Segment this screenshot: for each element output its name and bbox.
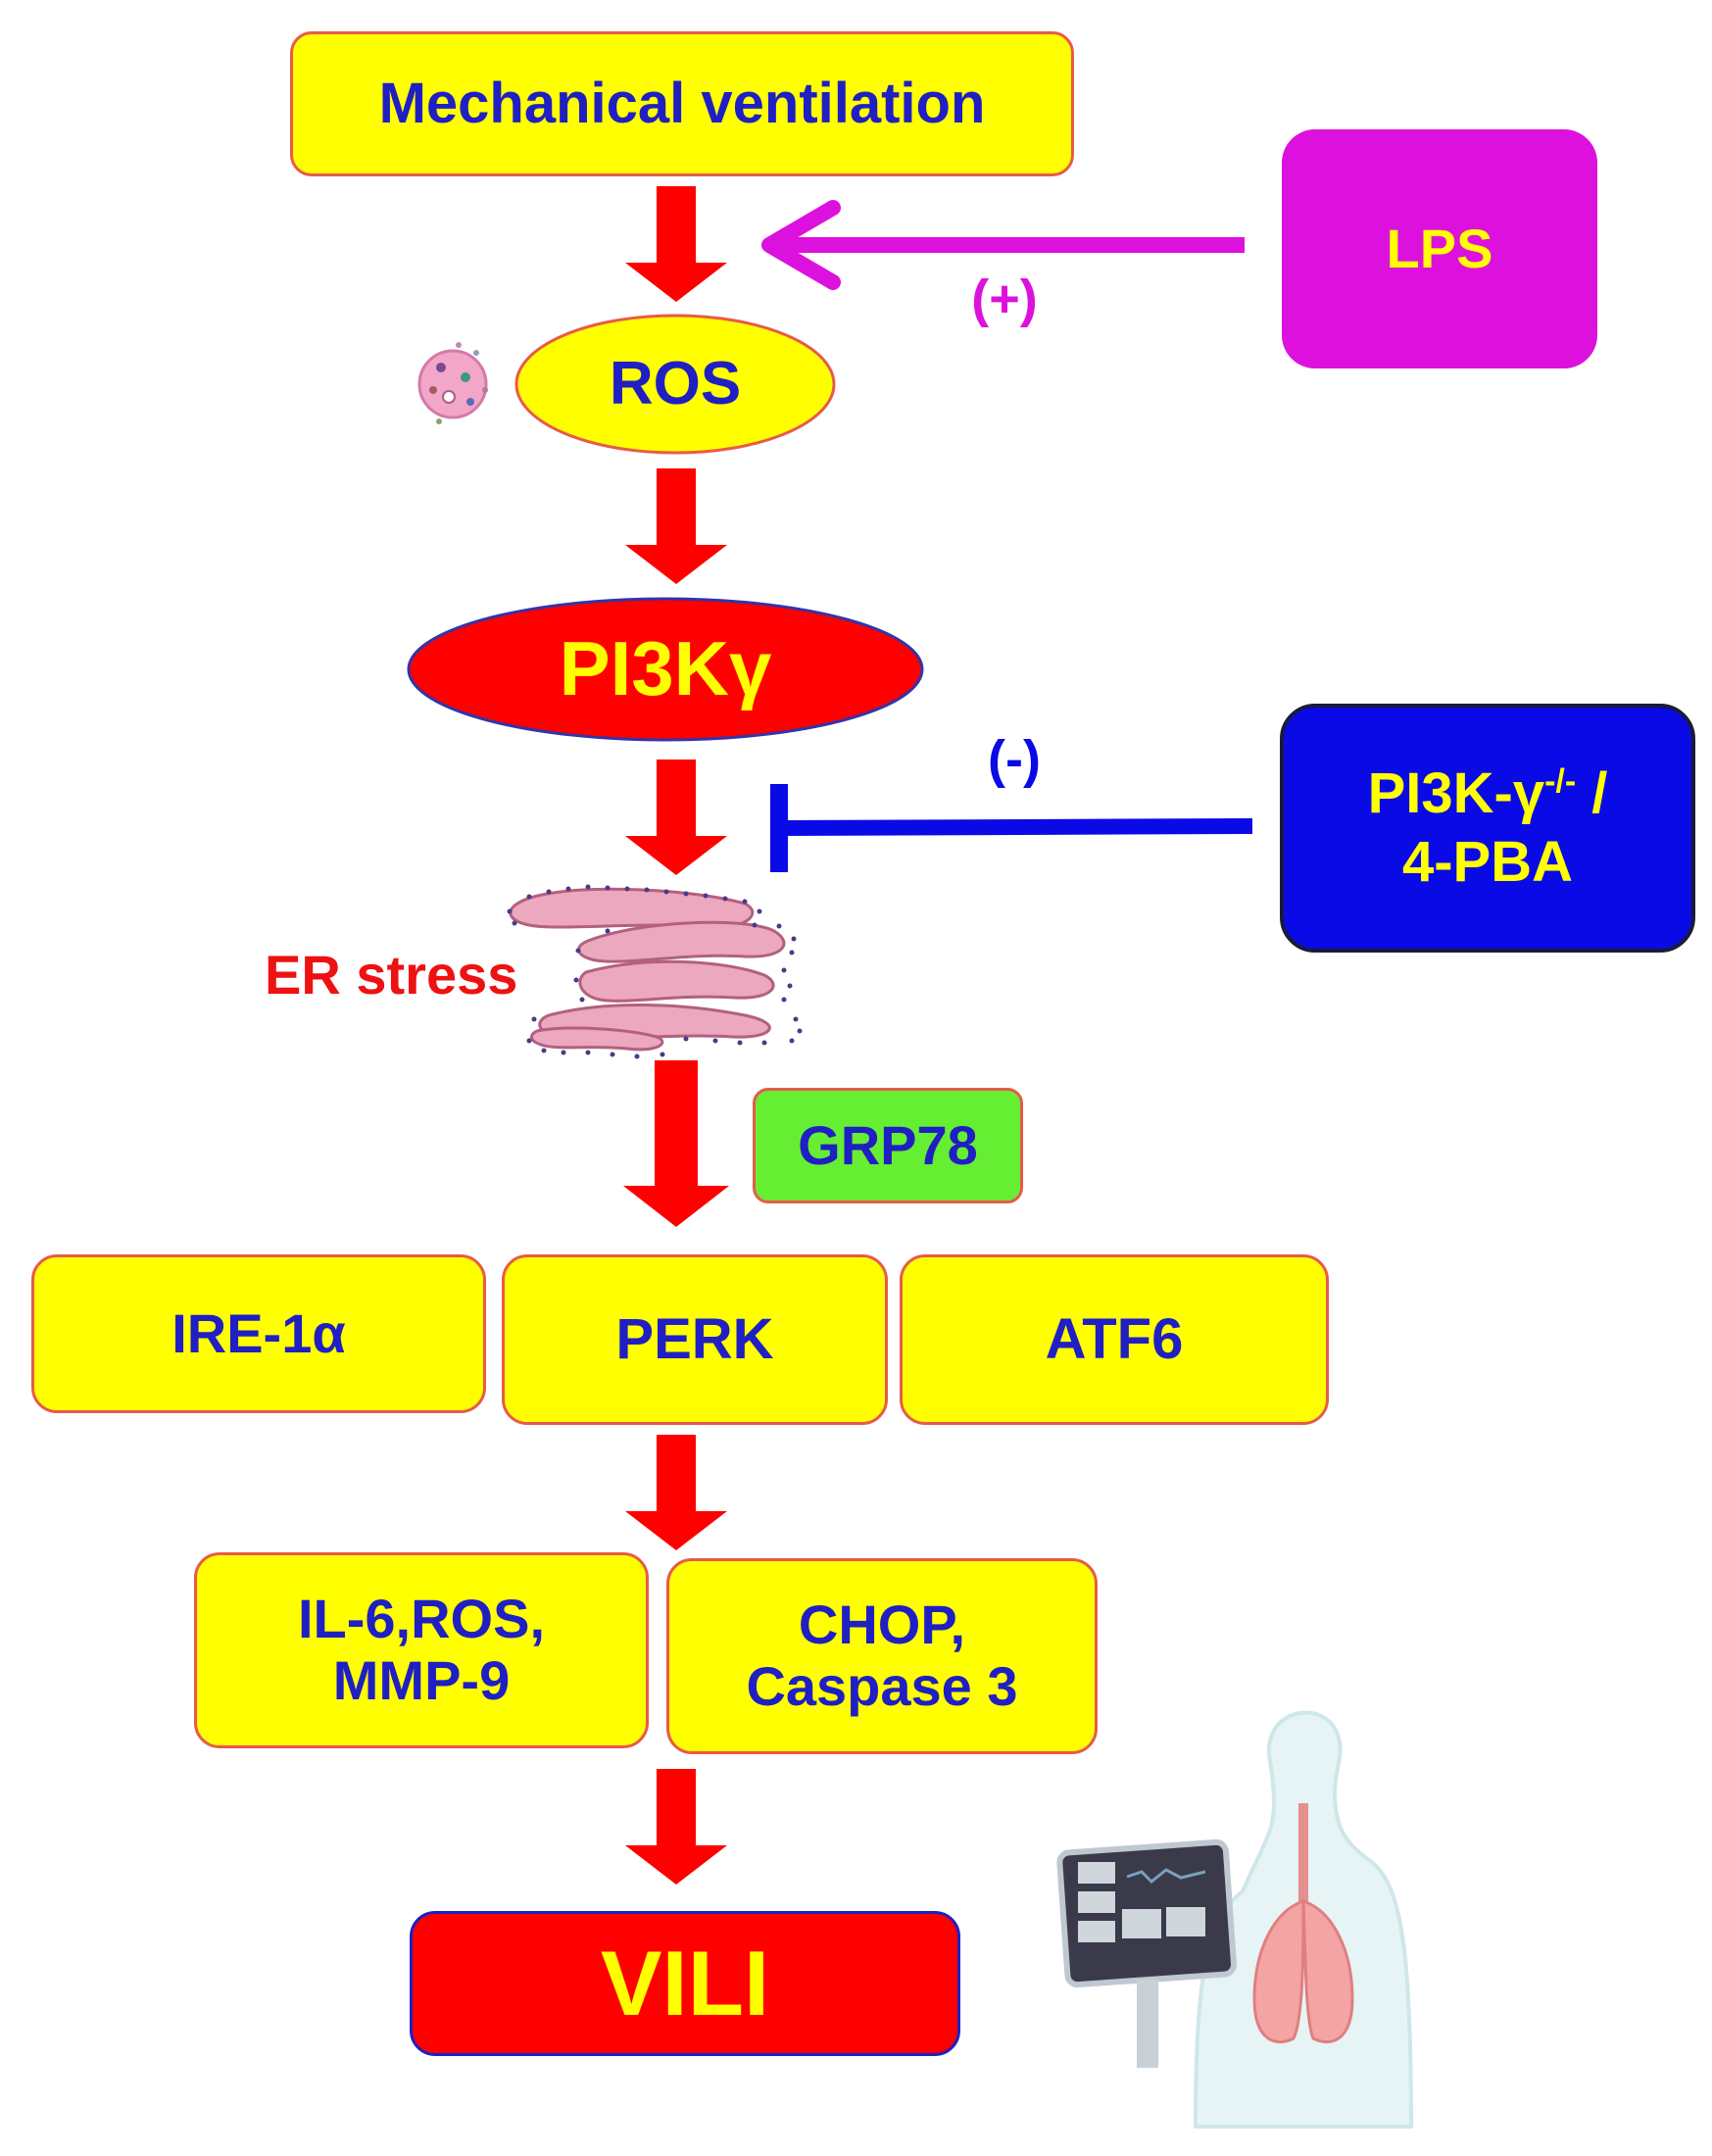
er-organelle-icon xyxy=(509,887,786,1052)
ros-particle-icon xyxy=(417,342,488,424)
pi3k-node xyxy=(407,597,924,742)
inhibitor-block-arrow xyxy=(770,784,1253,872)
lps-label: LPS xyxy=(1386,217,1493,279)
grp78-label: GRP78 xyxy=(798,1113,978,1176)
inhibitor-effect-text: (-) xyxy=(988,729,1041,789)
arrow-ros-to-pi3k xyxy=(625,468,727,584)
atf6-box: ATF6 xyxy=(900,1254,1329,1425)
pi3k-label: PI3Kγ xyxy=(559,625,772,712)
er-dots xyxy=(507,884,803,1059)
er-stress-label: ER stress xyxy=(265,943,518,1005)
ros-node xyxy=(514,314,836,455)
inhibitor-box: PI3K-γ-/- / 4-PBA xyxy=(1280,704,1695,953)
arrow-upr-to-mediators xyxy=(625,1435,727,1550)
mechanical-ventilation-label: Mechanical ventilation xyxy=(378,71,986,135)
vili-box: VILI xyxy=(410,1911,960,2056)
inhibitor-superscript: -/- xyxy=(1544,763,1577,802)
inhibitor-slash: / xyxy=(1576,761,1608,826)
inhibitor-effect-label: (-) xyxy=(970,725,1058,794)
inhibitor-line-1: PI3K-γ-/- / xyxy=(1368,760,1608,828)
mechanical-ventilation-box: Mechanical ventilation xyxy=(290,31,1074,176)
ventilator-lungs-icon xyxy=(1056,1710,1414,2129)
vili-label: VILI xyxy=(600,1932,770,2035)
perk-label: PERK xyxy=(615,1306,774,1371)
ros-label-wrap: ROS xyxy=(516,333,834,435)
inhibitor-name: PI3K-γ xyxy=(1367,761,1545,826)
ire1a-label: IRE-1α xyxy=(171,1301,346,1364)
il6-ros-mmp9-label: IL-6,ROS, MMP-9 xyxy=(297,1588,546,1711)
perk-box: PERK xyxy=(502,1254,888,1425)
ros-label: ROS xyxy=(609,350,742,418)
pi3k-label-wrap: PI3Kγ xyxy=(409,612,922,726)
atf6-label: ATF6 xyxy=(1045,1306,1184,1371)
lps-effect-text: (+) xyxy=(971,269,1038,328)
chop-caspase3-label: CHOP, Caspase 3 xyxy=(746,1593,1018,1717)
er-stress-label-wrap: ER stress xyxy=(265,936,578,1014)
arrow-er-stress-to-upr xyxy=(623,1060,729,1227)
grp78-box: GRP78 xyxy=(753,1088,1023,1203)
chop-caspase3-box: CHOP, Caspase 3 xyxy=(666,1558,1098,1754)
il6-ros-mmp9-box: IL-6,ROS, MMP-9 xyxy=(194,1552,649,1748)
lps-stimulate-arrow xyxy=(761,200,1245,290)
inhibitor-line-2: 4-PBA xyxy=(1401,830,1574,894)
arrow-pi3k-to-er-stress xyxy=(625,760,727,875)
ire1a-box: IRE-1α xyxy=(31,1254,486,1413)
arrow-mediators-to-vili xyxy=(625,1769,727,1885)
lps-effect-label: (+) xyxy=(951,265,1058,333)
arrow-ventilation-to-ros xyxy=(625,186,727,302)
lps-box: LPS xyxy=(1282,129,1597,368)
